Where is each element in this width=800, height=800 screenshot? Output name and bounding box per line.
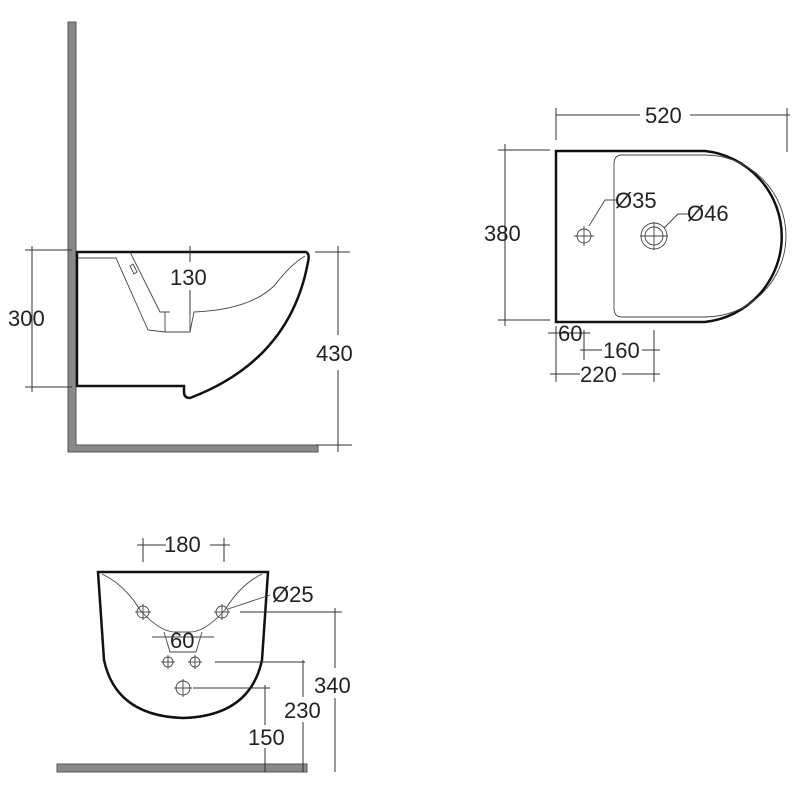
dimension-label-340: 340 xyxy=(314,673,351,698)
dimension-180: 180 xyxy=(137,532,230,562)
dimension-label-180: 180 xyxy=(164,532,201,557)
waste-hole-label: Ø46 xyxy=(687,201,729,226)
dimension-430: 430 xyxy=(315,246,353,452)
bidet-side-outline xyxy=(75,250,310,400)
outlet-hole xyxy=(174,679,192,697)
dimension-130: 130 xyxy=(170,246,207,314)
floor xyxy=(56,763,308,773)
dimension-label-430: 430 xyxy=(316,341,353,366)
inlet-holes: 60 xyxy=(152,628,214,669)
dimension-label-60: 60 xyxy=(170,628,194,653)
dimension-150: 150 xyxy=(193,685,285,772)
dimension-380: 380 xyxy=(484,144,550,326)
waste-hole: Ø46 xyxy=(640,201,729,250)
dimension-label-230: 230 xyxy=(284,698,321,723)
fixing-holes: Ø25 xyxy=(135,582,314,620)
dimension-offsets: 60 160 220 xyxy=(548,321,660,387)
tap-hole-label: Ø35 xyxy=(615,188,657,213)
bidet-top-outline xyxy=(554,149,783,324)
bowl-profile xyxy=(78,251,306,333)
dimension-label-60: 60 xyxy=(558,321,582,346)
dimension-label-220: 220 xyxy=(580,362,617,387)
dimension-label-520: 520 xyxy=(645,103,682,128)
dimension-label-130: 130 xyxy=(170,265,207,290)
dimension-label-300: 300 xyxy=(8,306,45,331)
top-view: Ø35 Ø46 520 380 xyxy=(484,103,790,387)
dimension-340: 340 xyxy=(240,608,351,772)
bowl-rim xyxy=(613,154,787,318)
fixing-hole-label: Ø25 xyxy=(272,582,314,607)
dimension-label-150: 150 xyxy=(248,725,285,750)
side-view: 300 430 130 xyxy=(8,21,353,453)
dimension-520: 520 xyxy=(555,103,790,152)
dimension-label-160: 160 xyxy=(603,338,640,363)
dimension-label-380: 380 xyxy=(484,221,521,246)
front-view: Ø25 60 180 340 230 150 xyxy=(56,532,351,773)
dimension-230: 230 xyxy=(215,660,321,772)
tap-hole: Ø35 xyxy=(574,188,657,246)
dimension-300: 300 xyxy=(8,246,72,392)
bowl-curve xyxy=(101,573,263,653)
